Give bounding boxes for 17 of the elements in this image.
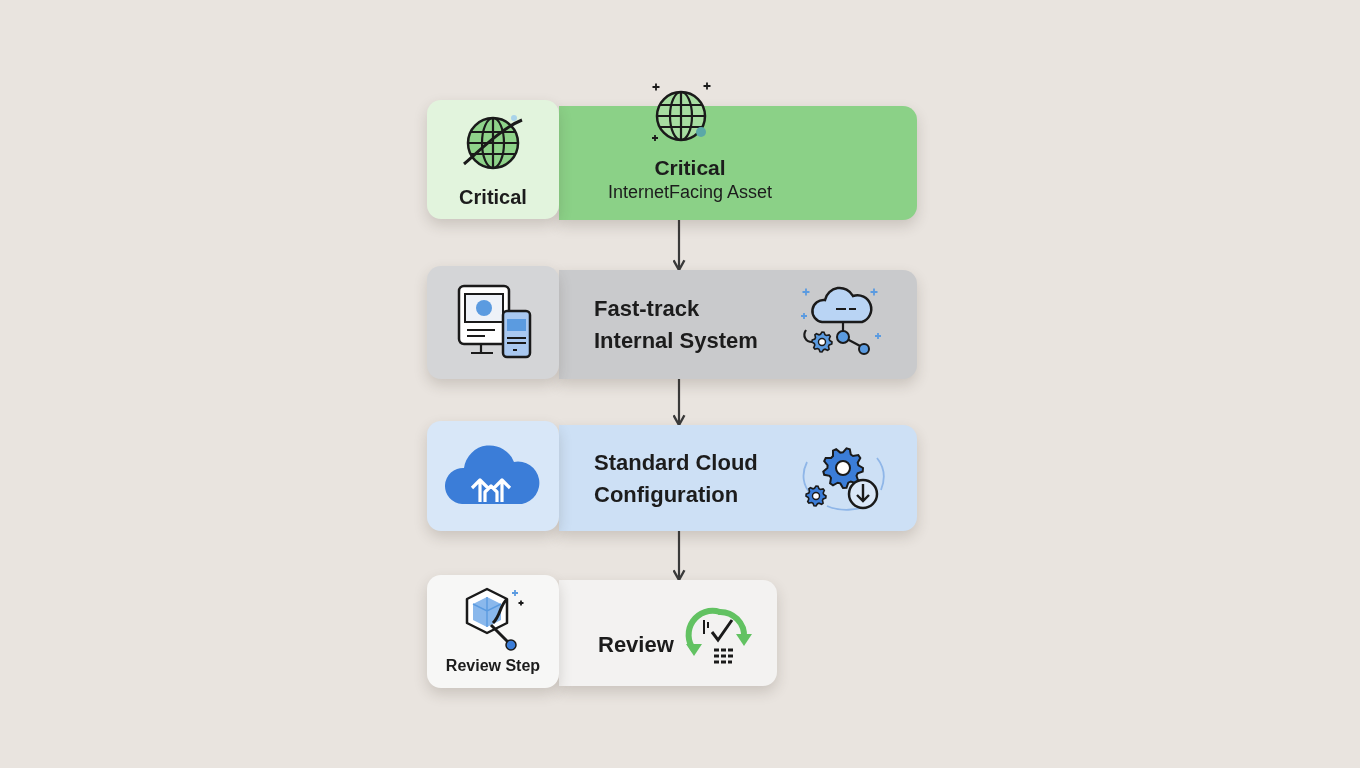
step-title: Standard Cloud Configuration xyxy=(594,449,759,509)
step-bar xyxy=(559,270,917,379)
arrow xyxy=(672,379,686,427)
step-text: InternetFacing Asset xyxy=(606,181,774,204)
step-bar xyxy=(559,425,917,531)
step-title: Fast-track Internal System xyxy=(594,295,759,355)
tile-label: Critical xyxy=(458,185,528,210)
step-title: Review xyxy=(598,631,675,659)
arrow xyxy=(672,220,686,272)
icon-tile xyxy=(427,575,559,688)
icon-tile xyxy=(427,100,559,219)
step-bar xyxy=(559,580,777,686)
icon-tile xyxy=(427,266,559,379)
arrow xyxy=(672,531,686,582)
step-title: Critical xyxy=(653,155,727,181)
icon-tile xyxy=(427,421,559,531)
tile-label: Review Step xyxy=(444,656,542,676)
